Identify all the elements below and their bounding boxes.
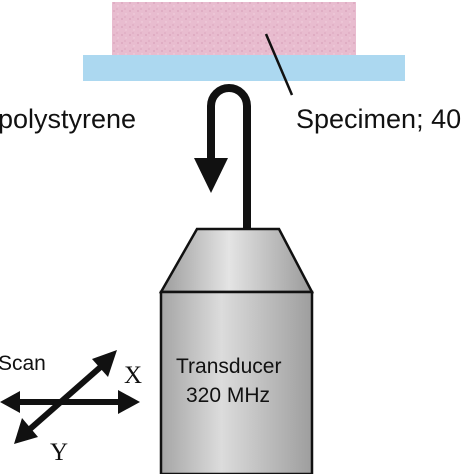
axis-x-label: X bbox=[124, 362, 143, 389]
scan-arrowhead-left bbox=[0, 391, 20, 413]
scan-label: Scan bbox=[0, 352, 46, 375]
specimen-leader-line bbox=[264, 33, 294, 96]
scan-arrowhead-down bbox=[14, 418, 38, 444]
transducer-body bbox=[159, 290, 314, 474]
scan-axis-diagonal-line bbox=[28, 361, 106, 432]
scan-arrowhead-up bbox=[92, 350, 117, 377]
axis-y-label: Y bbox=[50, 439, 69, 466]
substrate-label: polystyrene bbox=[0, 104, 137, 134]
transducer-frequency-label: 320 MHz bbox=[186, 384, 271, 407]
specimen-section bbox=[112, 2, 356, 58]
specimen-label: Specimen; 40 bbox=[296, 104, 462, 134]
transducer-name-label: Transducer bbox=[176, 355, 282, 378]
polystyrene-substrate bbox=[83, 55, 405, 81]
ultrasound-arrowhead bbox=[194, 158, 228, 193]
transducer-cap bbox=[158, 227, 315, 294]
scan-arrowhead-right bbox=[118, 390, 140, 414]
ultrasound-path-line bbox=[207, 84, 251, 228]
